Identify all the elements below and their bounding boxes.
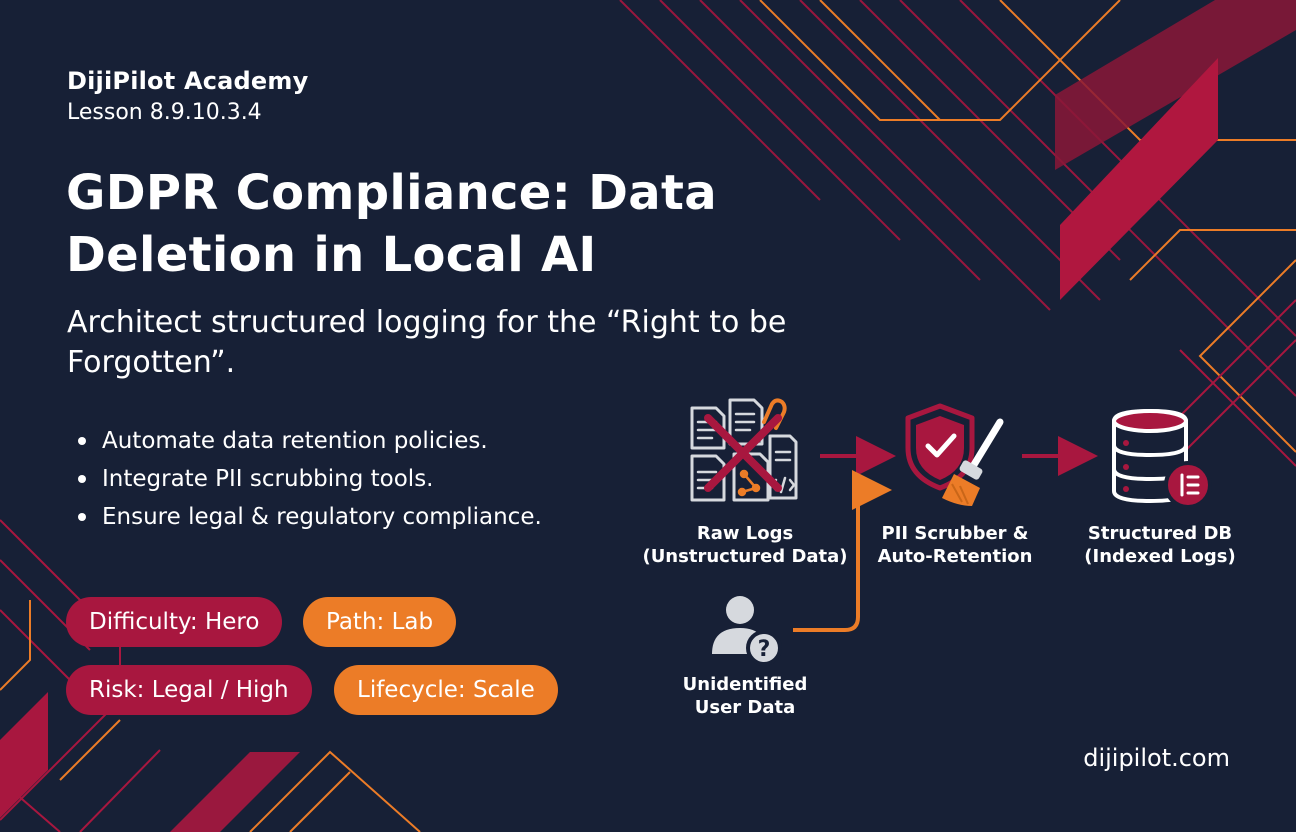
bg-lines-bottom-orange: [0, 600, 421, 832]
raw-logs-title: Raw Logs: [696, 523, 794, 544]
structured-db-subtitle: (Indexed Logs): [1084, 546, 1236, 567]
raw-logs-label: Raw Logs (Unstructured Data): [640, 522, 850, 568]
page-title: GDPR Compliance: Data Deletion in Local …: [66, 165, 717, 283]
lifecycle-badge: Lifecycle: Scale: [334, 665, 558, 715]
bg-band-bottom: [170, 752, 300, 832]
user-data-title: Unidentified: [682, 674, 808, 695]
pii-scrubber-title: PII Scrubber &: [881, 523, 1029, 544]
structured-db-title: Structured DB: [1087, 523, 1233, 544]
risk-badge: Risk: Legal / High: [66, 665, 312, 715]
bg-lines-right: [1159, 299, 1296, 467]
bg-lines-top-orange: [759, 0, 1296, 453]
pii-scrubber-label: PII Scrubber & Auto-Retention: [860, 522, 1050, 568]
path-badge: Path: Lab: [303, 597, 457, 647]
list-item: Integrate PII scrubbing tools.: [70, 460, 542, 498]
user-data-label: Unidentified User Data: [660, 673, 830, 719]
difficulty-badge: Difficulty: Hero: [66, 597, 283, 647]
page-subtitle: Architect structured logging for the “Ri…: [67, 305, 787, 380]
shield-brush-icon: [905, 403, 1004, 506]
objectives-list: Automate data retention policies. Integr…: [70, 422, 542, 536]
bg-band-bright: [1060, 58, 1218, 300]
pii-scrubber-subtitle: Auto-Retention: [877, 546, 1033, 567]
database-icon: [1112, 408, 1212, 509]
bg-band-bottom-left: [0, 692, 48, 818]
raw-logs-subtitle: (Unstructured Data): [642, 546, 848, 567]
user-data-subtitle: User Data: [694, 697, 796, 718]
structured-db-label: Structured DB (Indexed Logs): [1070, 522, 1250, 568]
list-item: Ensure legal & regulatory compliance.: [70, 498, 542, 536]
website-url[interactable]: dijipilot.com: [1083, 744, 1230, 772]
arrow-user-to-scrubber: [793, 470, 892, 632]
unknown-user-icon: ?: [712, 596, 782, 666]
brand-name: DijiPilot Academy: [67, 67, 309, 95]
svg-text:?: ?: [758, 637, 771, 662]
bg-band-dark: [1055, 0, 1296, 170]
lesson-number: Lesson 8.9.10.3.4: [67, 100, 262, 125]
list-item: Automate data retention policies.: [70, 422, 542, 460]
crossed-out-documents-icon: [690, 398, 798, 502]
